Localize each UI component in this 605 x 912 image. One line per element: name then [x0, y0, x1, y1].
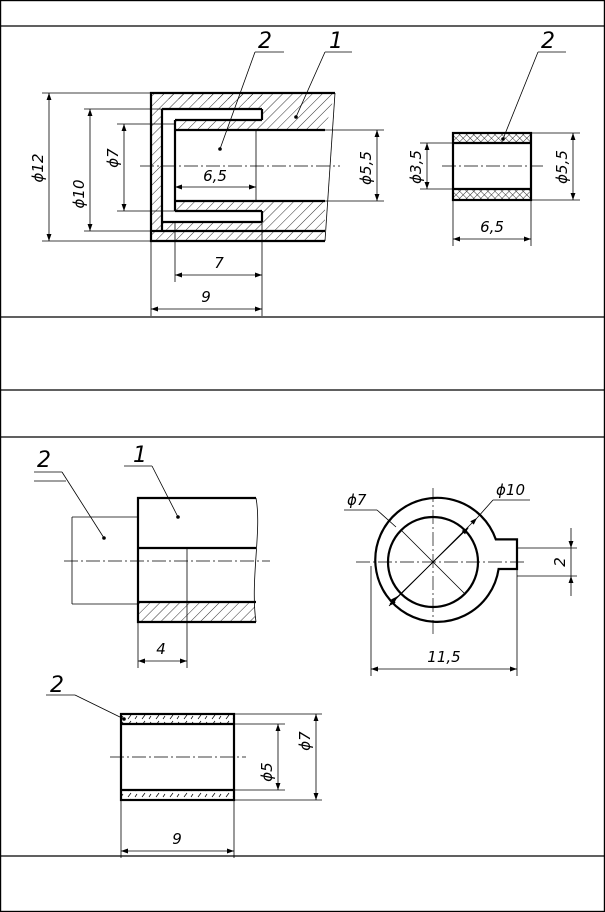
dim-width-2: 2 [517, 528, 577, 596]
dim-dia-7: ϕ7 [104, 123, 175, 212]
dim-dia-10-end: ϕ10 [388, 481, 530, 607]
dim-dia-7-part: ϕ7 [234, 713, 322, 801]
dim-len-9: 9 [150, 241, 262, 316]
hatched-areas [151, 93, 335, 241]
dim-dia-12: ϕ12 [29, 92, 151, 242]
dim-len-9-part: 9 [120, 800, 235, 858]
dim-len-7: 7 [174, 222, 263, 316]
dim-len-11-5: 11,5 [370, 566, 518, 676]
leader-2-bottom-part: 2 [46, 673, 126, 721]
leader-2-bottom-side: 2 [34, 448, 106, 540]
dim-text: 9 [172, 830, 182, 848]
leader-1-bottom-side: 1 [124, 443, 180, 519]
leader-label: 1 [329, 29, 343, 54]
bottom-part-view: 2 ϕ5 ϕ7 9 [46, 673, 322, 858]
dim-text: 6,5 [480, 218, 504, 236]
leader-label: 2 [541, 29, 555, 54]
dim-text: ϕ10 [70, 180, 88, 209]
leader-1-top-left: 1 [294, 29, 352, 119]
dim-dia-5-5-right: ϕ5,5 [531, 132, 580, 201]
dim-len-6-5-right: 6,5 [452, 200, 532, 246]
dim-text: 6,5 [203, 167, 227, 185]
dim-text: 9 [201, 288, 211, 306]
dim-len-4: 4 [137, 602, 188, 668]
dim-dia-5-5-left: ϕ5,5 [325, 129, 384, 202]
bottom-end-view: ϕ7 ϕ10 2 11,5 [344, 481, 577, 676]
leader-label: 2 [258, 29, 272, 54]
dim-text: 4 [156, 640, 166, 658]
dim-dia-5-part: ϕ5 [234, 723, 285, 791]
dim-text: ϕ5,5 [553, 150, 571, 184]
leader-label: 2 [37, 448, 51, 473]
dim-text: 7 [214, 254, 224, 272]
top-left-section-view: 2 1 ϕ12 ϕ10 ϕ7 [29, 29, 384, 316]
leader-2-top-left: 2 [218, 29, 284, 151]
dim-text: ϕ3,5 [407, 150, 425, 184]
dim-text: ϕ5,5 [357, 151, 375, 185]
dim-text: 2 [551, 557, 569, 567]
dim-len-6-5-inner: 6,5 [175, 167, 256, 190]
dim-text: ϕ12 [29, 154, 47, 183]
dim-text: ϕ7 [296, 731, 314, 751]
dim-dia-7-end: ϕ7 [344, 491, 469, 605]
leader-label: 2 [50, 673, 64, 698]
dim-text: ϕ10 [496, 481, 525, 499]
dim-text: ϕ7 [104, 148, 122, 168]
leader-label: 1 [133, 443, 147, 468]
dim-text: ϕ7 [347, 491, 367, 509]
dim-text: ϕ5 [258, 762, 276, 781]
leader-2-top-right: 2 [501, 29, 566, 141]
dim-text: 11,5 [427, 648, 460, 666]
bottom-side-view: 2 1 4 [34, 443, 270, 668]
dim-dia-10: ϕ10 [70, 108, 162, 232]
top-right-part-view: 2 ϕ3,5 ϕ5,5 6,5 [407, 29, 580, 246]
dim-dia-3-5: ϕ3,5 [407, 142, 453, 190]
